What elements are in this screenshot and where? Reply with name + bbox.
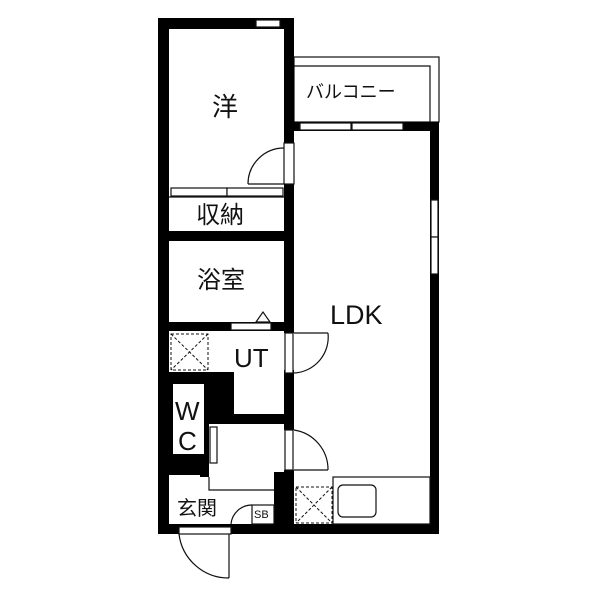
utility-label: UT xyxy=(234,343,269,373)
western-room-label: 洋 xyxy=(212,93,239,123)
washer-space xyxy=(170,333,209,371)
balcony-label: バルコニー xyxy=(306,82,396,103)
wc-label-c: C xyxy=(178,426,197,456)
ldk-label: LDK xyxy=(330,300,383,330)
shoe-box-label: SB xyxy=(254,509,269,521)
walls xyxy=(158,18,439,534)
western-room-door xyxy=(247,142,295,185)
entrance-door xyxy=(178,526,232,579)
bath-door xyxy=(230,310,272,331)
hallway xyxy=(208,477,274,491)
ut-door xyxy=(284,332,329,374)
wc xyxy=(169,384,218,465)
fridge-space xyxy=(295,486,333,524)
storage-label: 収納 xyxy=(196,201,244,229)
wc-label-w: W xyxy=(175,396,200,426)
entrance-label: 玄関 xyxy=(177,496,217,520)
hall-ldk-door xyxy=(284,429,329,471)
kitchen xyxy=(332,476,431,525)
closet-sliding-doors xyxy=(169,187,284,198)
windows xyxy=(255,19,439,275)
shoe-box xyxy=(230,504,275,525)
balcony xyxy=(293,56,440,123)
bathroom-label: 浴室 xyxy=(197,266,245,294)
